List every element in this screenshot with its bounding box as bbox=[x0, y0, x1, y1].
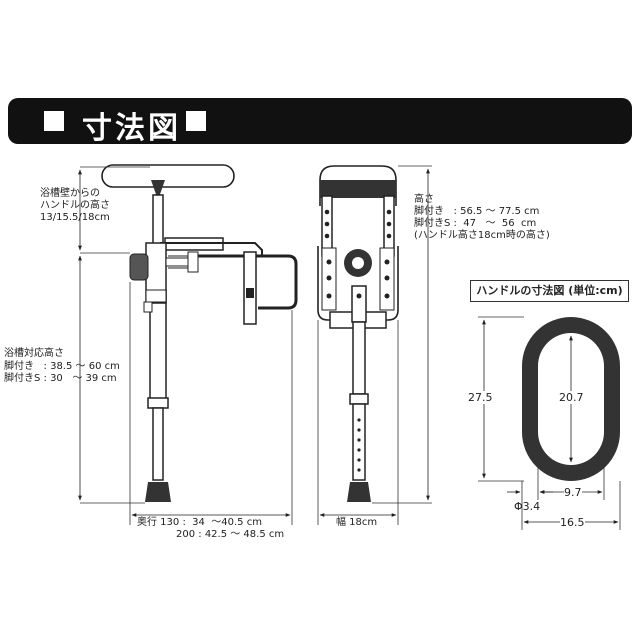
outer-height-value: 27.5 bbox=[468, 391, 493, 404]
handle-dimension-title: ハンドルの寸法図 (単位:cm) bbox=[470, 280, 629, 302]
front-view-drawing bbox=[317, 165, 432, 525]
tub-height-legs-s: 脚付きS : 30 〜 39 cm bbox=[4, 373, 117, 384]
inner-height-value: 20.7 bbox=[559, 391, 584, 404]
thickness-value: Φ3.4 bbox=[514, 500, 541, 513]
section-title: 寸法図 bbox=[82, 111, 181, 146]
handle-dimension-drawing bbox=[478, 316, 621, 530]
square-bullet-icon bbox=[186, 111, 206, 131]
height-legs: 脚付き : 56.5 〜 77.5 cm bbox=[414, 206, 540, 217]
outer-width-value: 16.5 bbox=[560, 516, 585, 529]
height-legs-s: 脚付きS : 47 〜 56 cm bbox=[414, 218, 537, 229]
section-header-bar: 寸法図 bbox=[8, 98, 632, 146]
inner-width-value: 9.7 bbox=[564, 486, 582, 499]
depth-200-label: 200 : 42.5 〜 48.5 cm bbox=[176, 529, 285, 540]
height-title: 高さ bbox=[414, 194, 434, 205]
handle-height-label: 浴槽壁からの ハンドルの高さ 13/15.5/18cm bbox=[40, 188, 110, 223]
tub-height-legs: 脚付き : 38.5 〜 60 cm bbox=[4, 361, 120, 372]
height-note: (ハンドル高さ18cm時の高さ) bbox=[414, 230, 550, 241]
width-label: 幅 18cm bbox=[336, 517, 378, 528]
square-bullet-icon bbox=[44, 111, 64, 131]
depth-130-label: 奥行 130 : 34 〜40.5 cm bbox=[137, 517, 262, 528]
tub-height-title: 浴槽対応高さ bbox=[4, 348, 64, 359]
side-view-drawing bbox=[78, 164, 298, 525]
